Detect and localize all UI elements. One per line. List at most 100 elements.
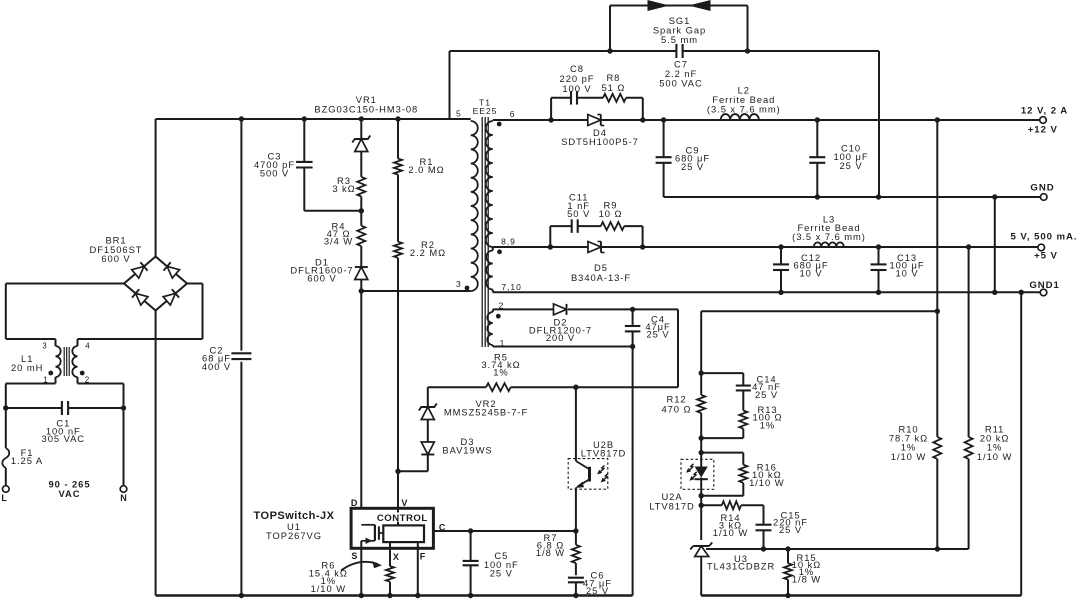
svg-text:F1: F1 bbox=[21, 447, 34, 458]
svg-text:Spark Gap: Spark Gap bbox=[653, 25, 706, 36]
svg-text:R3: R3 bbox=[337, 175, 351, 186]
svg-text:D4: D4 bbox=[593, 127, 607, 138]
svg-text:LTV817D: LTV817D bbox=[581, 448, 627, 459]
svg-text:5 V, 500 mA.: 5 V, 500 mA. bbox=[1010, 232, 1077, 243]
svg-text:10 V: 10 V bbox=[799, 267, 822, 278]
svg-text:4700 pF: 4700 pF bbox=[254, 159, 295, 170]
svg-text:4: 4 bbox=[85, 342, 90, 351]
svg-text:C12: C12 bbox=[801, 252, 821, 263]
svg-text:305 VAC: 305 VAC bbox=[42, 433, 85, 444]
svg-text:C4: C4 bbox=[651, 314, 665, 325]
svg-text:GND: GND bbox=[1030, 182, 1054, 193]
svg-text:R13: R13 bbox=[757, 404, 777, 415]
svg-text:R14: R14 bbox=[720, 512, 740, 523]
svg-text:6: 6 bbox=[510, 109, 516, 119]
svg-text:25 V: 25 V bbox=[646, 329, 669, 340]
svg-text:R7: R7 bbox=[544, 532, 558, 543]
svg-text:600 V: 600 V bbox=[101, 253, 130, 264]
svg-text:+5 V: +5 V bbox=[1034, 251, 1058, 262]
svg-text:C3: C3 bbox=[268, 151, 282, 162]
svg-text:25 V: 25 V bbox=[779, 524, 802, 535]
svg-text:V: V bbox=[401, 498, 408, 508]
svg-text:D5: D5 bbox=[594, 262, 608, 273]
svg-text:D: D bbox=[351, 498, 358, 508]
svg-text:1/8 W: 1/8 W bbox=[536, 547, 565, 558]
svg-text:1%: 1% bbox=[760, 420, 775, 431]
svg-text:3 kΩ: 3 kΩ bbox=[332, 183, 355, 194]
svg-text:25 V: 25 V bbox=[681, 161, 704, 172]
svg-text:D3: D3 bbox=[461, 436, 475, 447]
svg-text:1.25 A: 1.25 A bbox=[11, 455, 43, 466]
svg-text:68 μF: 68 μF bbox=[202, 353, 231, 364]
svg-text:(3.5 x 7.6 mm): (3.5 x 7.6 mm) bbox=[792, 231, 866, 242]
svg-text:20 mH: 20 mH bbox=[11, 362, 43, 373]
svg-text:1/10 W: 1/10 W bbox=[749, 477, 784, 488]
svg-text:1: 1 bbox=[43, 376, 48, 385]
svg-text:C7: C7 bbox=[674, 59, 688, 70]
svg-text:3 kΩ: 3 kΩ bbox=[719, 519, 742, 530]
svg-text:1/10 W: 1/10 W bbox=[891, 451, 926, 462]
svg-text:R12: R12 bbox=[666, 394, 686, 405]
svg-text:R8: R8 bbox=[606, 72, 620, 83]
svg-text:R4: R4 bbox=[332, 221, 346, 232]
svg-text:C2: C2 bbox=[210, 345, 224, 356]
svg-text:C5: C5 bbox=[494, 550, 508, 561]
svg-text:C6: C6 bbox=[591, 570, 605, 581]
svg-text:C10: C10 bbox=[841, 143, 861, 154]
svg-text:47 Ω: 47 Ω bbox=[327, 228, 351, 239]
svg-text:BR1: BR1 bbox=[105, 235, 126, 246]
svg-text:78.7 kΩ: 78.7 kΩ bbox=[889, 433, 928, 444]
svg-text:D1: D1 bbox=[315, 257, 329, 268]
svg-text:GND1: GND1 bbox=[1029, 280, 1059, 291]
svg-text:DFLR1600-7: DFLR1600-7 bbox=[290, 265, 353, 276]
svg-text:1%: 1% bbox=[901, 442, 916, 453]
svg-text:25 V: 25 V bbox=[839, 160, 862, 171]
svg-text:90 - 265: 90 - 265 bbox=[48, 479, 90, 490]
svg-text:U3: U3 bbox=[734, 553, 748, 564]
svg-text:C14: C14 bbox=[756, 373, 776, 384]
svg-text:1%: 1% bbox=[493, 367, 508, 378]
svg-text:U2A: U2A bbox=[661, 491, 682, 502]
svg-text:1/8 W: 1/8 W bbox=[792, 573, 821, 584]
svg-text:MMSZ5245B-7-F: MMSZ5245B-7-F bbox=[444, 407, 528, 418]
svg-text:47μF: 47μF bbox=[645, 321, 670, 332]
svg-text:U2B: U2B bbox=[593, 439, 614, 450]
svg-text:L1: L1 bbox=[21, 353, 33, 364]
svg-text:5.5 mm: 5.5 mm bbox=[661, 34, 698, 45]
svg-text:100 Ω: 100 Ω bbox=[752, 412, 782, 423]
svg-text:S: S bbox=[351, 551, 358, 561]
svg-text:R10: R10 bbox=[898, 423, 918, 434]
svg-text:100 nF: 100 nF bbox=[484, 559, 519, 570]
svg-text:1 nF: 1 nF bbox=[567, 200, 590, 211]
svg-text:3/4 W: 3/4 W bbox=[324, 235, 353, 246]
svg-text:470 Ω: 470 Ω bbox=[661, 404, 691, 415]
svg-text:TL431CDBZR: TL431CDBZR bbox=[707, 561, 775, 572]
svg-text:50 V: 50 V bbox=[567, 208, 590, 219]
svg-text:(3.5 x 7.6 mm): (3.5 x 7.6 mm) bbox=[707, 103, 781, 114]
svg-text:1%: 1% bbox=[987, 442, 1002, 453]
svg-text:VR1: VR1 bbox=[356, 94, 377, 105]
svg-text:25 V: 25 V bbox=[490, 568, 513, 579]
svg-text:3: 3 bbox=[42, 342, 47, 351]
svg-text:3.74 kΩ: 3.74 kΩ bbox=[481, 359, 520, 370]
svg-text:C9: C9 bbox=[686, 144, 700, 155]
svg-text:10 V: 10 V bbox=[895, 267, 918, 278]
svg-text:BZG03C150-HM3-08: BZG03C150-HM3-08 bbox=[314, 104, 418, 115]
svg-text:EE25: EE25 bbox=[473, 106, 498, 116]
svg-text:+12 V: +12 V bbox=[1028, 125, 1058, 136]
svg-text:51 Ω: 51 Ω bbox=[601, 82, 625, 93]
svg-text:680 μF: 680 μF bbox=[675, 153, 710, 164]
svg-text:C15: C15 bbox=[780, 509, 800, 520]
svg-text:Ferrite Bead: Ferrite Bead bbox=[798, 222, 861, 233]
svg-text:DFLR1200-7: DFLR1200-7 bbox=[529, 324, 592, 335]
svg-text:C11: C11 bbox=[569, 192, 588, 203]
svg-text:10 Ω: 10 Ω bbox=[599, 208, 623, 219]
svg-text:X: X bbox=[393, 552, 400, 562]
svg-text:C8: C8 bbox=[570, 63, 584, 74]
svg-text:1%: 1% bbox=[799, 566, 814, 577]
svg-text:L2: L2 bbox=[738, 85, 750, 96]
svg-text:SG1: SG1 bbox=[669, 15, 691, 26]
svg-text:R2: R2 bbox=[421, 239, 435, 250]
svg-text:25 V: 25 V bbox=[755, 389, 778, 400]
svg-text:VR2: VR2 bbox=[475, 398, 496, 409]
